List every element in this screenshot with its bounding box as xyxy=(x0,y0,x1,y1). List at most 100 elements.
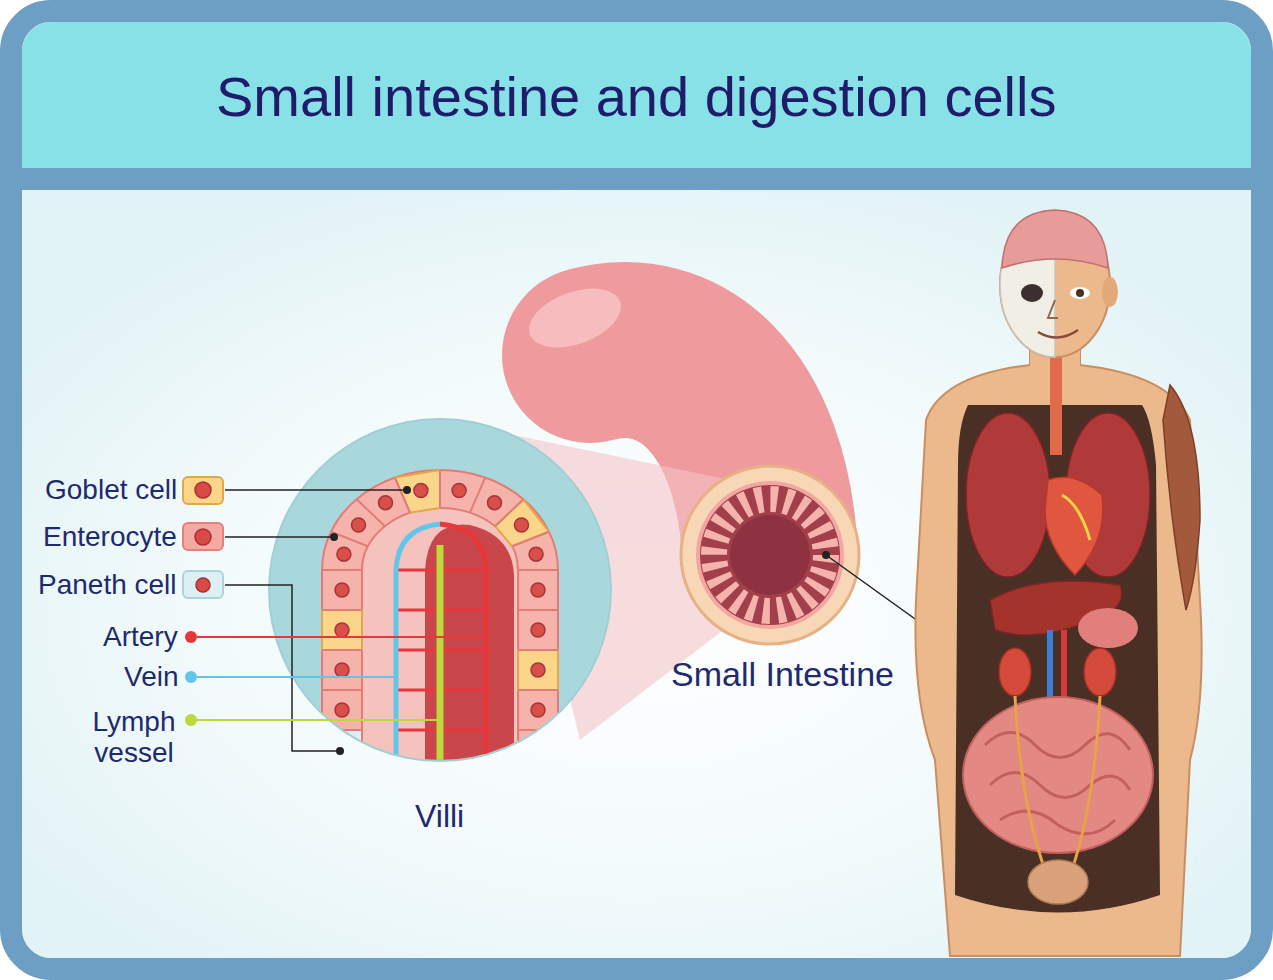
human-figure-part xyxy=(1078,608,1138,648)
villus-zoom-part-part xyxy=(437,545,444,790)
villus-zoom-part-part xyxy=(396,524,440,790)
villus-zoom-part-part-part xyxy=(515,518,529,532)
vessel-label: Artery xyxy=(103,621,178,652)
leader-lines-part xyxy=(197,719,438,721)
human-figure-part xyxy=(1028,860,1088,904)
leader-lines-part xyxy=(822,551,830,559)
leader-lines-part xyxy=(225,489,405,491)
villus-zoom-part-part-part xyxy=(439,470,441,508)
villus-zoom-part-part-part xyxy=(531,663,545,677)
villus-zoom-part-part-part xyxy=(488,496,502,510)
legend-swatches-part xyxy=(183,571,223,598)
human-figure-part xyxy=(1062,495,1090,540)
villus-zoom xyxy=(268,418,612,790)
villus-zoom-part-part-part xyxy=(322,609,362,611)
legend-swatches-part xyxy=(195,529,211,545)
human-figure-part xyxy=(1070,287,1090,299)
intestine-cross-section-part xyxy=(681,466,859,644)
villus-zoom-part-part-part xyxy=(414,484,428,498)
villus-zoom-part-part-part xyxy=(335,703,349,717)
intestine-cross-section-part xyxy=(700,485,840,625)
human-figure-part xyxy=(985,733,1130,834)
villus-zoom-part-part-part xyxy=(531,703,545,717)
intestine-cross-section-part xyxy=(730,515,810,595)
frame-part-part xyxy=(22,190,1251,958)
intestine-cross-section xyxy=(681,466,859,644)
villus-zoom-part-part-part xyxy=(531,743,545,757)
human-figure-part xyxy=(1002,210,1108,268)
villus-zoom-part-part xyxy=(440,524,486,790)
frame-part-part xyxy=(22,22,1251,169)
vessel-label: Lymph vessel xyxy=(79,706,189,769)
villus-zoom-part xyxy=(322,470,558,790)
villus-zoom-part-part-part xyxy=(531,583,545,597)
leader-lines-part xyxy=(197,676,394,678)
human-figure-part xyxy=(1021,284,1043,302)
legend-swatches-part xyxy=(183,477,223,504)
cell-label: Goblet cell xyxy=(45,474,177,505)
legend-swatches-part xyxy=(185,631,197,643)
villus-zoom-part-part-part xyxy=(395,478,410,513)
cell-label: Paneth cell xyxy=(38,569,177,600)
villus-zoom-part-part-part xyxy=(518,689,558,691)
legend-swatches-part xyxy=(183,523,223,550)
villus-zoom-part-part xyxy=(395,470,440,513)
leader-lines-part xyxy=(197,636,484,638)
villus-zoom-part-part-part xyxy=(322,569,362,571)
human-figure-part xyxy=(1015,696,1100,870)
intestine-cross-section-part xyxy=(714,499,826,611)
human-figure xyxy=(915,210,1201,956)
villus-zoom-part-part-part xyxy=(529,547,543,561)
part-label: Villi xyxy=(415,799,464,835)
villus-zoom-part-part-part xyxy=(518,569,558,571)
cell-label: Enterocyte xyxy=(43,521,177,552)
human-figure-part xyxy=(1102,277,1118,307)
villus-zoom-part-part-part xyxy=(331,532,368,547)
villus-zoom-part-part-part xyxy=(335,583,349,597)
villus-zoom-part-part xyxy=(322,730,362,770)
frame-part-part xyxy=(22,168,1251,190)
villus-zoom-part-part-part xyxy=(322,729,362,731)
villus-zoom-part-part-part xyxy=(518,609,558,611)
vessel-label: Vein xyxy=(124,661,179,692)
title: Small intestine and digestion cells xyxy=(216,66,1056,129)
leader-lines xyxy=(197,486,1031,755)
human-figure-part xyxy=(999,648,1031,696)
villus-zoom-part-part-part xyxy=(337,547,351,561)
villus-zoom-part-part-part xyxy=(512,532,549,547)
human-figure-part xyxy=(1038,330,1078,338)
human-figure-part xyxy=(1163,385,1200,610)
villus-zoom-part-part-part xyxy=(335,663,349,677)
human-figure-part xyxy=(1084,648,1116,696)
villus-zoom-part-part-part xyxy=(322,649,362,651)
villus-zoom-part-part xyxy=(362,508,518,790)
leader-lines-part xyxy=(225,536,332,538)
villus-zoom-part-part-part xyxy=(335,743,349,757)
human-figure-part xyxy=(955,405,1160,913)
villus-zoom-part-part-part xyxy=(531,623,545,637)
villus-zoom-part-part-part xyxy=(470,478,485,513)
leader-lines-part xyxy=(403,486,411,494)
human-figure-part xyxy=(1076,289,1084,297)
leader-lines-part xyxy=(225,585,337,751)
villus-zoom-part-part xyxy=(322,610,362,650)
intestine-cross-section-part xyxy=(696,481,844,629)
intestine-tube-part xyxy=(521,277,629,359)
villus-zoom-part-part-part xyxy=(518,649,558,651)
villus-zoom-part-part-part xyxy=(352,518,366,532)
human-figure-part xyxy=(966,413,1050,577)
leader-lines-part xyxy=(336,747,344,755)
frame-part xyxy=(11,11,1262,969)
villus-zoom-part-part xyxy=(425,525,514,790)
human-figure-part xyxy=(963,697,1153,853)
villus-zoom-part-part xyxy=(495,499,549,546)
villus-zoom-part-part-part xyxy=(379,496,393,510)
human-figure-part xyxy=(915,340,1201,956)
villus-zoom-part-part-part xyxy=(335,623,349,637)
leader-lines-part xyxy=(330,533,338,541)
legend-swatches-part xyxy=(196,578,210,592)
human-figure-part xyxy=(1045,477,1103,575)
